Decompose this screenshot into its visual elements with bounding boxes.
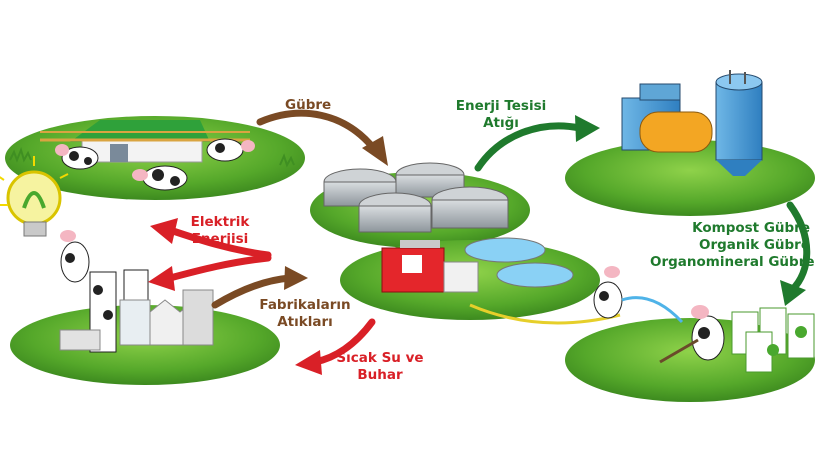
cow-icon (593, 266, 684, 324)
label-sicak-line1: Sıcak Su ve (336, 350, 424, 366)
label-enerji-tesisi-line1: Enerji Tesisi (455, 98, 547, 114)
arrow-kompost (780, 201, 811, 306)
label-fertilizer-types: Kompost Gübre Organik Gübre Organominera… (650, 220, 815, 271)
label-gubre: Gübre (285, 97, 332, 113)
label-elektrik-line1: Elektrik (190, 214, 250, 230)
label-kompost-gubre: Kompost Gübre (692, 220, 810, 236)
arrow-fabrika (211, 266, 308, 309)
cow-icon (60, 230, 90, 283)
fertilizer-bags-icon (731, 307, 815, 373)
control-building-icon (381, 240, 479, 293)
label-fabrika-atiklari: Fabrikaların Atıkları (250, 297, 360, 331)
label-elektrik-enerjisi: Elektrik Enerjisi (180, 214, 260, 248)
arrow-elektrik (148, 218, 272, 291)
label-organik-gubre: Organik Gübre (699, 237, 810, 253)
water-basin-icon (464, 237, 621, 325)
cow-icon (659, 305, 725, 364)
arrow-gubre (256, 109, 388, 166)
biogas-digester-icon (323, 162, 509, 233)
label-elektrik-line2: Enerjisi (191, 231, 249, 247)
farm-barn-icon (40, 120, 250, 163)
label-sicak-su-buhar: Sıcak Su ve Buhar (330, 350, 430, 384)
label-fabrika-line1: Fabrikaların (259, 297, 351, 313)
label-fabrika-line2: Atıkları (277, 314, 333, 330)
label-sicak-line2: Buhar (357, 367, 403, 383)
power-plant-icon (621, 70, 763, 176)
label-enerji-tesisi: Enerji Tesisi Atığı (446, 98, 556, 132)
factory-icon (59, 269, 214, 353)
light-bulb-icon (0, 156, 69, 237)
arrow-enerji-tesisi (474, 115, 600, 172)
cow-icon (55, 138, 255, 191)
arrow-sicak-su (295, 318, 376, 375)
label-enerji-tesisi-line2: Atığı (483, 115, 519, 131)
label-organomineral-gubre: Organomineral Gübre (650, 254, 815, 270)
